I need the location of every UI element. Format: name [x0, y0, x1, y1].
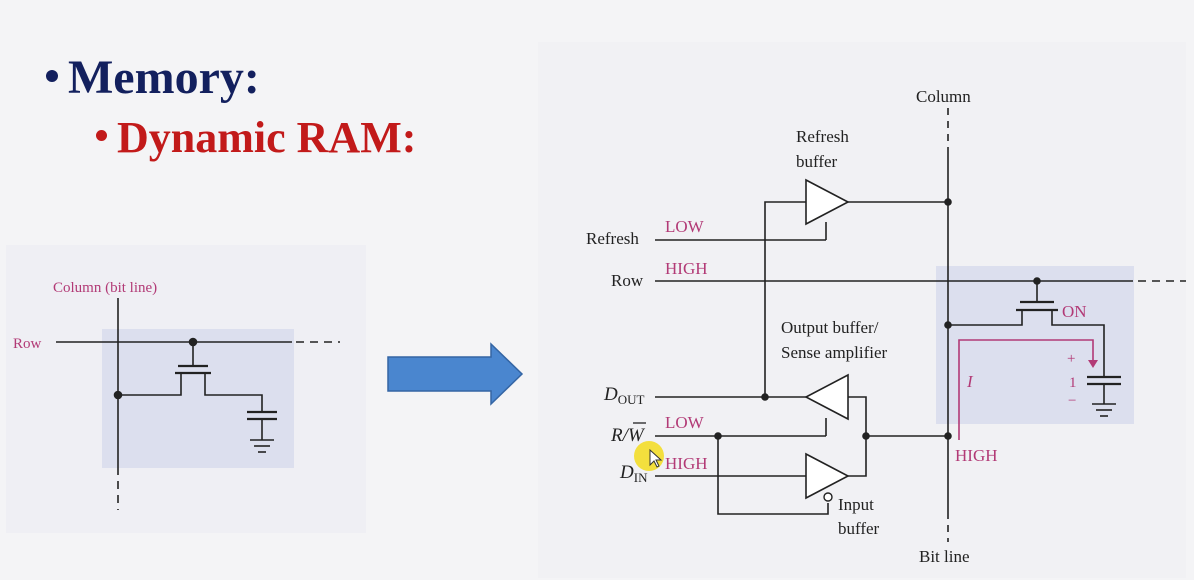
bullet-dot-icon: [96, 130, 107, 142]
current-label: I: [966, 372, 974, 391]
current-arrow-line: [958, 339, 1094, 440]
refresh-buffer-triangle: [805, 178, 850, 226]
left-cell-shade: [102, 329, 294, 468]
din-label: DIN: [619, 462, 648, 485]
sense-input-line: [848, 396, 948, 437]
bit-line-label: Bit line: [919, 547, 970, 566]
current-arrowhead: [1088, 360, 1098, 368]
right-cell-shade: [936, 266, 1134, 424]
output-buffer-triangle: [804, 373, 849, 421]
drain-lead: [948, 310, 1023, 326]
row-state: HIGH: [665, 259, 708, 278]
input-buffer-triangle: [805, 452, 850, 500]
source-lead: [1051, 310, 1105, 377]
row-label: Row: [611, 271, 644, 290]
right-circuit-wires: [655, 108, 1186, 542]
bit-line-state: HIGH: [955, 446, 998, 465]
subheading-dram: Dynamic RAM:: [96, 112, 416, 163]
input-buffer-output: [848, 436, 867, 477]
rw-to-input-enable: [717, 436, 829, 515]
output-buffer-label-1: Output buffer/: [781, 318, 879, 337]
left-column-label: Column (bit line): [53, 280, 157, 296]
subheading-text: Dynamic RAM:: [117, 113, 417, 162]
cap-value: 1: [1069, 375, 1077, 391]
cap-minus: −: [1068, 393, 1076, 409]
input-buffer-label-1: Input: [838, 495, 874, 514]
cursor-highlight: [634, 441, 664, 471]
din-state: HIGH: [665, 454, 708, 473]
input-buffer-label-2: buffer: [838, 519, 880, 538]
mouse-pointer-icon: [649, 448, 663, 468]
left-drain-lead: [118, 373, 182, 396]
refresh-buffer-input: [764, 201, 806, 397]
transistor-state: ON: [1062, 302, 1087, 321]
rw-label: R/W: [610, 425, 646, 446]
heading-text: Memory:: [68, 51, 260, 104]
left-row-label: Row: [13, 336, 42, 352]
refresh-buffer-label-1: Refresh: [796, 127, 849, 146]
junction-nodes: [714, 198, 1041, 440]
left-memory-cell-diagram: [56, 298, 340, 510]
current-path: [958, 339, 1098, 440]
heading-memory: Memory:: [46, 50, 260, 105]
right-arrow-icon: [387, 342, 524, 406]
output-buffer-label-2: Sense amplifier: [781, 343, 888, 362]
refresh-label: Refresh: [586, 229, 639, 248]
input-buffer-bubble: [823, 492, 833, 502]
refresh-state: LOW: [665, 217, 705, 236]
dout-label: DOUT: [603, 384, 645, 407]
bullet-dot-icon: [46, 69, 58, 82]
column-label: Column: [916, 87, 971, 106]
left-column-node: [113, 390, 123, 400]
cap-plus: +: [1067, 351, 1075, 367]
refresh-buffer-label-2: buffer: [796, 152, 838, 171]
left-source-lead: [204, 373, 263, 412]
rw-state: LOW: [665, 413, 705, 432]
